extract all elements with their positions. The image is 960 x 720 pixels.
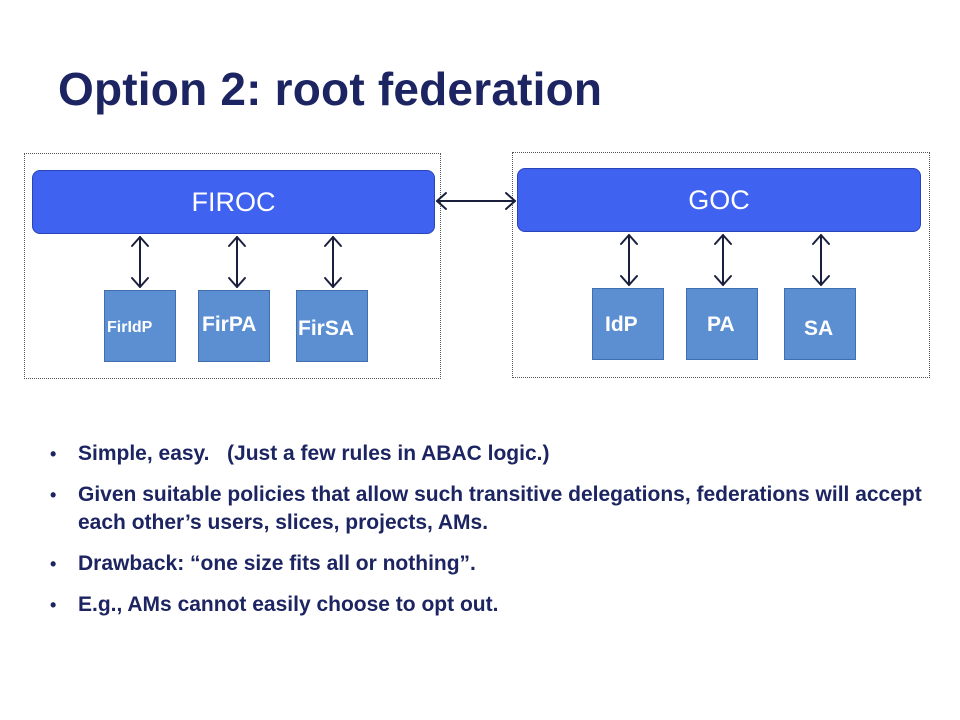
firpa-box-label: FirPA — [202, 313, 257, 336]
sa-box: SA — [784, 288, 856, 360]
idp-arrow — [620, 234, 638, 286]
sa-box-label: SA — [804, 317, 834, 340]
firidp-box: FirIdP — [104, 290, 176, 362]
bullet-dot-icon: • — [50, 485, 57, 505]
firsa-box-label: FirSA — [298, 317, 355, 340]
firpa-arrow — [228, 236, 246, 288]
idp-box-label: IdP — [605, 313, 638, 336]
bullet-item: • Simple, easy. (Just a few rules in ABA… — [50, 440, 930, 468]
idp-box: IdP — [592, 288, 664, 360]
firsa-box: FirSA — [296, 290, 368, 362]
bullet-text: Simple, easy. (Just a few rules in ABAC … — [78, 442, 550, 465]
bullet-list: • Simple, easy. (Just a few rules in ABA… — [50, 440, 930, 632]
bullet-dot-icon: • — [50, 595, 57, 615]
bullet-item: • E.g., AMs cannot easily choose to opt … — [50, 591, 930, 619]
sa-arrow — [812, 234, 830, 286]
goc-hub: GOC — [517, 168, 921, 232]
pa-arrow — [714, 234, 732, 286]
bullet-text: Drawback: “one size fits all or nothing”… — [78, 552, 476, 575]
firidp-box-label: FirIdP — [107, 319, 153, 336]
bullet-dot-icon: • — [50, 444, 57, 464]
bullet-text: Given suitable policies that allow such … — [78, 483, 922, 534]
firsa-arrow — [324, 236, 342, 288]
bullet-item: • Drawback: “one size fits all or nothin… — [50, 550, 930, 578]
hub-link-arrow — [436, 192, 516, 210]
bullet-item: • Given suitable policies that allow suc… — [50, 481, 930, 537]
firpa-box: FirPA — [198, 290, 270, 362]
firoc-hub-label: FIROC — [191, 186, 276, 217]
pa-box: PA — [686, 288, 758, 360]
pa-box-label: PA — [707, 313, 735, 336]
bullet-dot-icon: • — [50, 554, 57, 574]
firidp-arrow — [131, 236, 149, 288]
firoc-federation-group — [24, 153, 441, 379]
goc-hub-label: GOC — [688, 184, 750, 215]
firoc-hub: FIROC — [32, 170, 435, 234]
goc-federation-group — [512, 152, 930, 378]
slide-title: Option 2: root federation — [58, 63, 603, 115]
bullet-text: E.g., AMs cannot easily choose to opt ou… — [78, 593, 499, 616]
